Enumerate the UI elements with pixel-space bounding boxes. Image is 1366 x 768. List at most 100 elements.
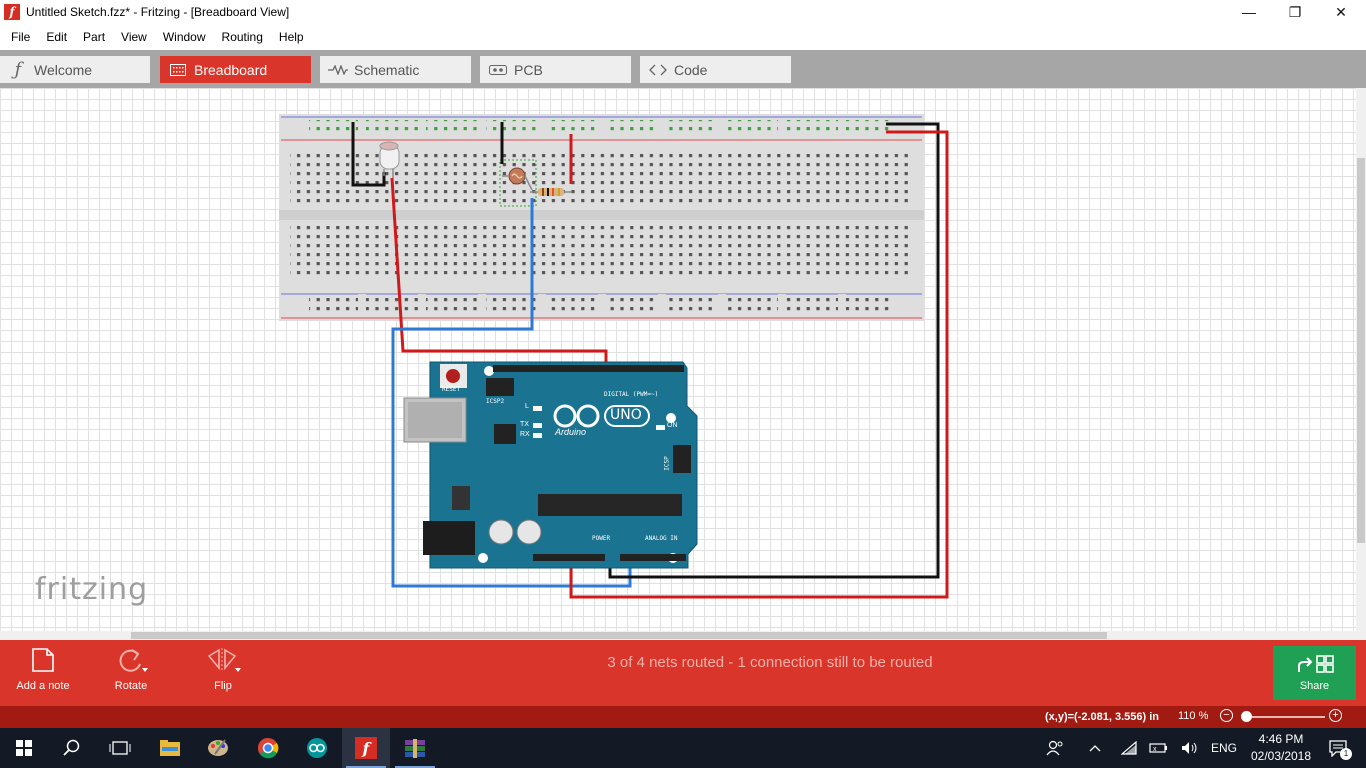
menu-view[interactable]: View: [121, 30, 147, 44]
folder-icon: [160, 740, 180, 756]
status-bar: (x,y)=(-2.081, 3.556) in 110 % − +: [0, 706, 1366, 728]
icsp2-label: ICSP2: [486, 398, 505, 405]
analog-header-label: ANALOG IN: [645, 535, 678, 542]
search-icon: [63, 739, 80, 756]
arduino-brand-label: Arduino: [555, 427, 587, 437]
file-explorer-taskbar[interactable]: [146, 728, 194, 768]
zoom-level: 110 %: [1178, 710, 1209, 722]
tx-led-label: TX: [520, 421, 529, 428]
reset-label: RESET: [442, 386, 461, 393]
resistor-component[interactable]: [530, 188, 572, 196]
action-center-button[interactable]: 1: [1320, 728, 1356, 768]
rotate-button[interactable]: Rotate: [105, 640, 157, 706]
tab-welcome-label: Welcome: [34, 61, 93, 78]
title-bar: f Untitled Sketch.fzz* - Fritzing - [Bre…: [0, 0, 1366, 24]
breadboard[interactable]: [279, 114, 924, 321]
winrar-taskbar[interactable]: [391, 728, 439, 768]
zoom-in-icon[interactable]: +: [1329, 709, 1342, 722]
icsp-label: ICSP: [663, 456, 671, 471]
share-icon: [1297, 655, 1334, 673]
menu-edit[interactable]: Edit: [46, 30, 68, 44]
clock-date: 02/03/2018: [1250, 749, 1312, 763]
people-icon[interactable]: [1040, 728, 1070, 768]
zoom-out-icon[interactable]: −: [1220, 709, 1233, 722]
notification-count: 1: [1340, 748, 1352, 760]
cursor-coordinates: (x,y)=(-2.081, 3.556) in: [1045, 711, 1160, 723]
paint-taskbar[interactable]: [194, 728, 242, 768]
fritzing-watermark-logo: fritzing: [35, 572, 149, 607]
minimize-button[interactable]: —: [1242, 4, 1256, 20]
menu-window[interactable]: Window: [162, 30, 206, 44]
flip-button[interactable]: Flip: [200, 640, 246, 706]
arduino-icon: [307, 738, 327, 758]
share-label: Share: [1299, 680, 1330, 692]
uno-label: UNO: [610, 407, 642, 423]
clock-time: 4:46 PM: [1258, 732, 1304, 746]
notification-icon: [1329, 740, 1347, 757]
digital-label: DIGITAL (PWM=~): [604, 391, 659, 398]
system-clock[interactable]: 4:46 PM 02/03/2018: [1246, 731, 1316, 765]
wires[interactable]: [351, 122, 949, 599]
menu-part[interactable]: Part: [83, 30, 106, 44]
vertical-scrollbar[interactable]: [1356, 88, 1366, 631]
on-led-label: ON: [667, 422, 678, 429]
windows-taskbar: f x ENG 4:46 PM 02/03/2018 1: [0, 728, 1366, 768]
resistor-schematic-icon: [328, 64, 348, 75]
flip-icon: [205, 640, 241, 680]
fritzing-f-icon: ƒ: [14, 59, 22, 80]
tab-schematic[interactable]: Schematic: [320, 56, 471, 83]
arduino-uno-board[interactable]: [403, 361, 698, 569]
tab-pcb[interactable]: PCB: [480, 56, 631, 83]
photoresistor-component[interactable]: [502, 167, 533, 191]
add-note-label: Add a note: [16, 680, 70, 692]
tab-pcb-label: PCB: [514, 61, 543, 78]
maximize-button[interactable]: ❐: [1288, 3, 1302, 20]
view-tab-bar: ƒ Welcome Breadboard Schematic PCB Code: [0, 50, 1366, 88]
tray-chevron-up-icon[interactable]: [1083, 728, 1107, 768]
search-button[interactable]: [48, 728, 96, 768]
volume-icon[interactable]: [1178, 728, 1202, 768]
menu-file[interactable]: File: [11, 30, 31, 44]
zoom-slider-track[interactable]: [1244, 716, 1325, 718]
tab-breadboard[interactable]: Breadboard: [160, 56, 311, 83]
fritzing-app-icon: f: [4, 4, 20, 20]
bottom-toolbar: Add a note Rotate Flip 3 of 4 nets route…: [0, 640, 1366, 706]
zoom-slider-handle[interactable]: [1241, 711, 1252, 722]
windows-logo-icon: [16, 740, 32, 756]
rotate-icon: [114, 640, 148, 680]
horizontal-scrollbar-thumb[interactable]: [131, 632, 1107, 639]
led-component[interactable]: [379, 141, 400, 178]
share-button[interactable]: Share: [1273, 646, 1356, 700]
vertical-scrollbar-thumb[interactable]: [1357, 158, 1365, 543]
input-language[interactable]: ENG: [1210, 741, 1237, 755]
task-view-button[interactable]: [96, 728, 144, 768]
menu-routing[interactable]: Routing: [221, 30, 263, 44]
task-view-icon: [109, 741, 131, 755]
menu-help[interactable]: Help: [278, 30, 304, 44]
tab-code[interactable]: Code: [640, 56, 791, 83]
window-title: Untitled Sketch.fzz* - Fritzing - [Bread…: [26, 5, 290, 19]
breadboard-icon: [168, 63, 188, 76]
routing-status-text: 3 of 4 nets routed - 1 connection still …: [607, 654, 933, 671]
rotate-label: Rotate: [114, 680, 148, 692]
add-note-button[interactable]: Add a note: [13, 640, 73, 706]
battery-icon[interactable]: x: [1147, 728, 1171, 768]
tab-breadboard-label: Breadboard: [194, 61, 268, 78]
tab-schematic-label: Schematic: [354, 61, 420, 78]
wifi-icon[interactable]: [1117, 728, 1141, 768]
power-header-label: POWER: [592, 535, 611, 542]
tab-welcome[interactable]: ƒ Welcome: [0, 56, 150, 83]
horizontal-scrollbar[interactable]: [0, 631, 1366, 640]
note-page-icon: [31, 640, 55, 680]
flip-label: Flip: [214, 680, 232, 692]
menu-bar: File Edit Part View Window Routing Help: [0, 24, 1366, 50]
chrome-icon: [258, 738, 279, 759]
breadboard-canvas[interactable]: RESET ICSP2 DIGITAL (PWM=~) L TX RX UNO …: [0, 88, 1356, 631]
close-button[interactable]: ✕: [1335, 3, 1347, 20]
winrar-books-icon: [405, 739, 425, 758]
arduino-ide-taskbar[interactable]: [293, 728, 341, 768]
chrome-taskbar[interactable]: [244, 728, 292, 768]
start-button[interactable]: [0, 728, 48, 768]
pcb-chip-icon: [488, 64, 508, 75]
fritzing-taskbar[interactable]: f: [342, 728, 390, 768]
